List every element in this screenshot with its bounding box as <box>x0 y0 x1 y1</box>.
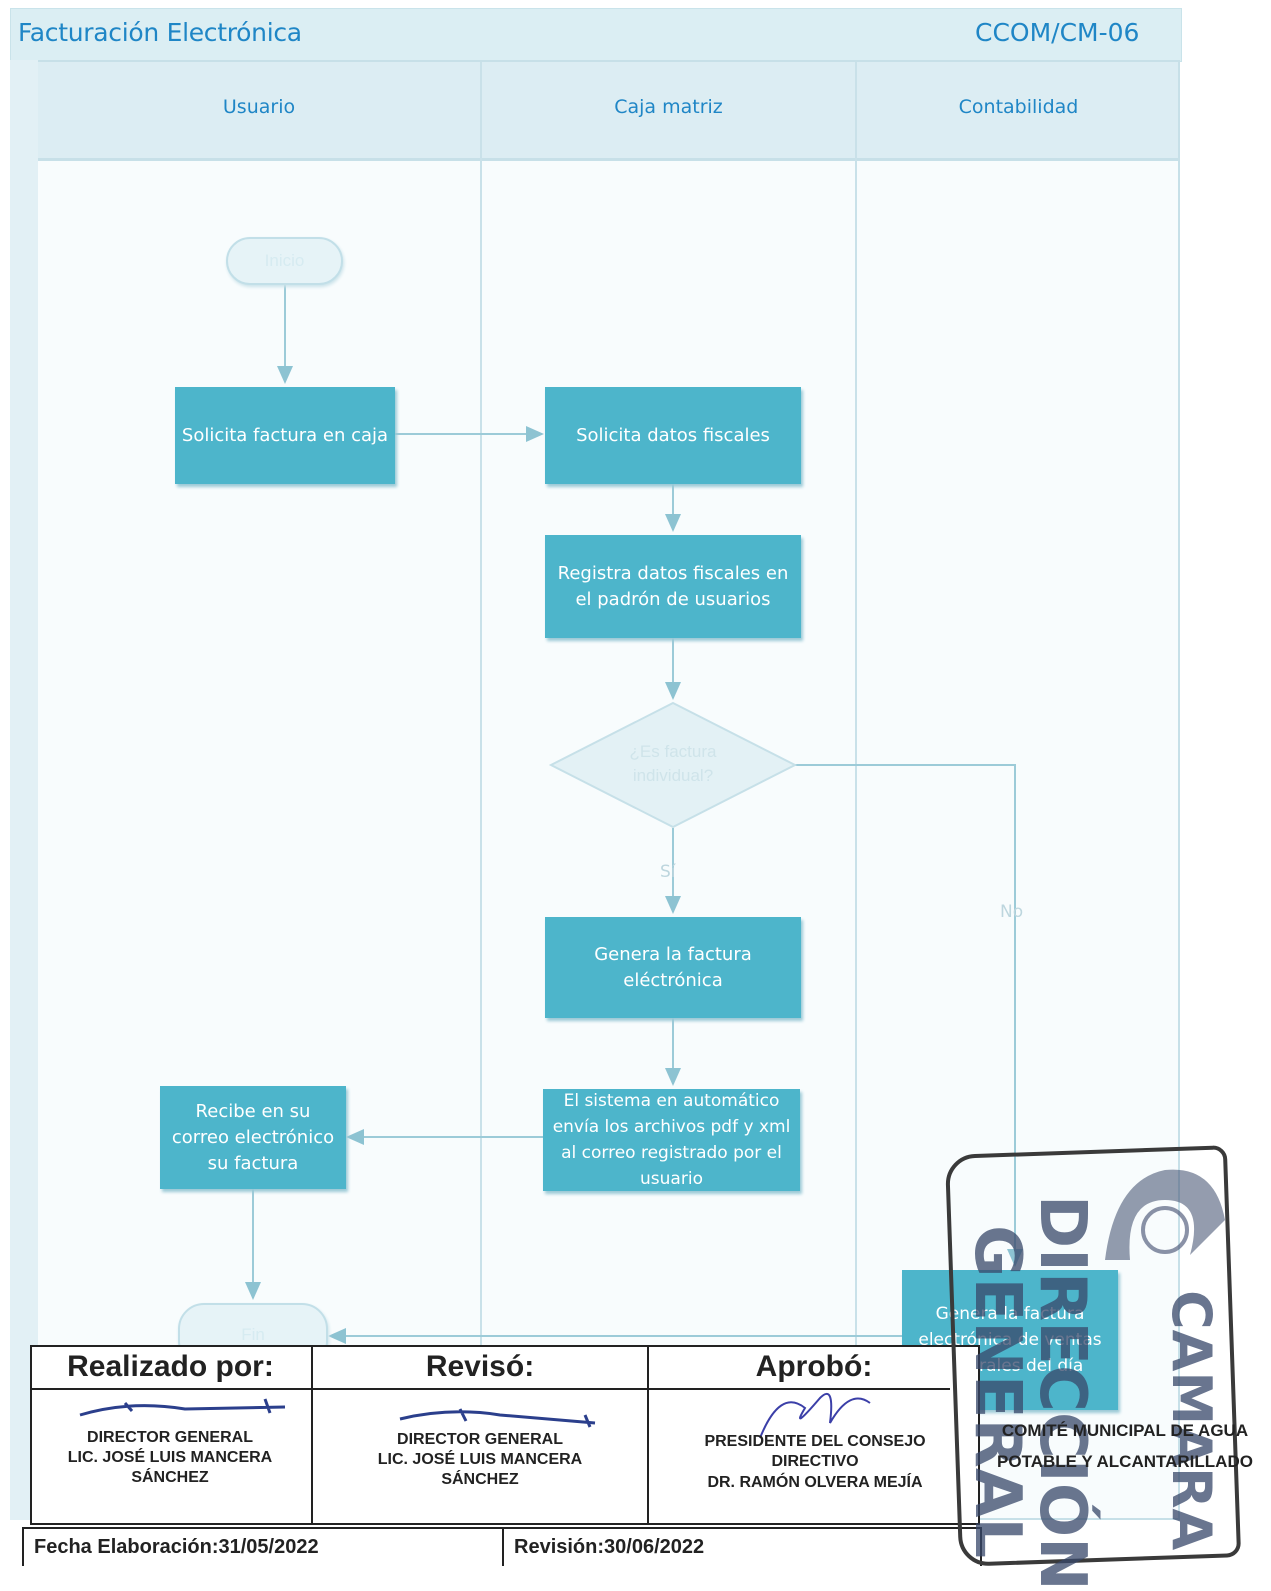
signature-position-realizado: DIRECTOR GENERAL <box>87 1429 253 1446</box>
signature-position-reviso: DIRECTOR GENERAL <box>397 1431 563 1448</box>
process-label: Recibe en su correo electrónico su factu… <box>171 1100 335 1174</box>
process-genera-factura: Genera la factura eléctrónica <box>545 917 801 1018</box>
lane-divider <box>480 62 482 1520</box>
decision-label: ¿Es factura individual? <box>629 742 717 785</box>
signature-heading-aprobo: Aprobó: <box>755 1350 873 1383</box>
stamp-emblem <box>1105 1169 1225 1260</box>
signature-heading-reviso: Revisó: <box>425 1350 535 1383</box>
signature-position-aprobo: PRESIDENTE DEL CONSEJO DIRECTIVO <box>704 1433 926 1470</box>
stamp-text-direccion: DIRECCIÓN <box>1025 1195 1099 1591</box>
signature-column-divider <box>647 1345 649 1525</box>
signature-realizado <box>79 1398 286 1417</box>
header-band <box>10 8 1182 62</box>
signature-aprobo <box>759 1392 871 1439</box>
document-title: Facturación Electrónica <box>18 18 302 47</box>
swimlane-header-row <box>38 62 1178 161</box>
process-label: Genera la factura eléctrónica <box>594 943 752 991</box>
stamp-text-camara: CAMARA <box>1160 1290 1223 1551</box>
process-genera-ventas: Genera la factura electrónica de ventas … <box>902 1270 1118 1410</box>
signature-name-reviso: LIC. JOSÉ LUIS MANCERA SÁNCHEZ <box>377 1451 583 1488</box>
edge-label-no: No <box>1000 902 1024 922</box>
process-sistema-envia: El sistema en automático envía los archi… <box>543 1089 800 1191</box>
process-label: Solicita datos fiscales <box>576 424 770 446</box>
process-label: Solicita factura en caja <box>181 424 389 446</box>
signature-heading-realizado: Realizado por: <box>67 1350 274 1383</box>
stamp-text-general: GENERAL <box>960 1225 1034 1559</box>
signature-name-realizado: LIC. JOSÉ LUIS MANCERA SÁNCHEZ <box>67 1449 273 1486</box>
document-code: CCOM/CM-06 <box>975 18 1140 47</box>
decision-diamond <box>548 701 798 829</box>
footer-revision: Revisión:30/06/2022 <box>514 1536 705 1558</box>
edge-decision-no <box>795 764 1023 1267</box>
lane-divider <box>855 62 857 1520</box>
process-recibe-factura: Recibe en su correo electrónico su factu… <box>160 1086 346 1189</box>
swimlane-side-strip <box>10 60 38 1520</box>
end-label: Fin <box>241 1325 265 1344</box>
footer-divider <box>502 1527 504 1566</box>
process-solicita-factura: Solicita factura en caja <box>175 387 395 484</box>
lane-header-caja-matriz: Caja matriz <box>614 96 723 118</box>
signature-header-divider <box>30 1388 950 1390</box>
stamp-committee-name: COMITÉ MUNICIPAL DE AGUA POTABLE Y ALCAN… <box>997 1421 1253 1471</box>
signature-name-aprobo: DR. RAMÓN OLVERA MEJÍA <box>707 1474 923 1491</box>
lane-header-contabilidad: Contabilidad <box>958 96 1079 118</box>
lane-header-usuario: Usuario <box>222 96 296 118</box>
start-label: Inicio <box>264 251 305 270</box>
signature-table <box>30 1345 980 1525</box>
process-solicita-datos: Solicita datos fiscales <box>545 387 801 484</box>
start-terminal: Inicio <box>226 237 343 285</box>
signature-reviso <box>399 1408 596 1428</box>
process-label: El sistema en automático envía los archi… <box>552 1091 791 1189</box>
process-registra-datos: Registra datos fiscales en el padrón de … <box>545 535 801 638</box>
edge-label-si: Sí <box>660 862 676 882</box>
footer-fecha-elaboracion: Fecha Elaboración:31/05/2022 <box>34 1536 319 1558</box>
signature-column-divider <box>311 1345 313 1525</box>
process-label: Registra datos fiscales en el padrón de … <box>557 562 789 610</box>
